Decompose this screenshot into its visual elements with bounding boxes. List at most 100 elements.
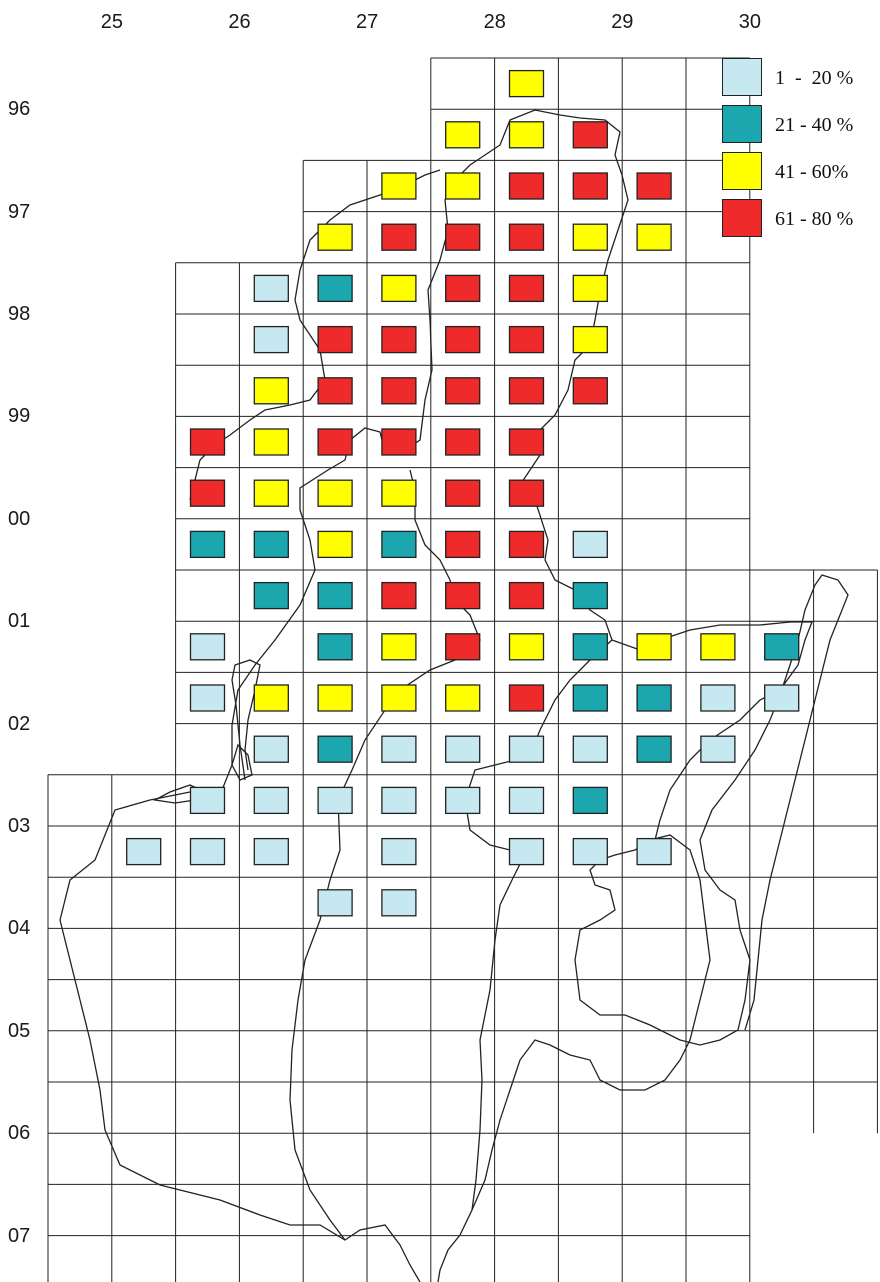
grid-cell-class-3 (253, 428, 289, 456)
grid-cell-class-1 (317, 786, 353, 815)
grid-cell-class-4 (508, 428, 545, 456)
grid-cell-class-1 (572, 837, 608, 866)
grid-cell-class-2 (317, 633, 353, 661)
grid-cell-class-3 (381, 479, 417, 507)
grid-cell-class-3 (508, 121, 545, 149)
grid-cell-class-4 (508, 223, 545, 251)
grid-cell-class-4 (508, 274, 545, 303)
column-label: 27 (356, 11, 379, 33)
row-label: 98 (8, 303, 31, 325)
grid-cell-class-2 (572, 684, 608, 712)
grid-cell-class-4 (381, 581, 417, 610)
grid-cell-class-1 (253, 837, 289, 866)
row-label: 03 (8, 815, 31, 837)
grid-cell-class-4 (317, 377, 353, 405)
grid-cell-class-3 (700, 633, 736, 661)
grid-cell-class-1 (381, 735, 417, 763)
grid-cell-class-3 (317, 530, 353, 559)
grid-cell-class-2 (764, 633, 800, 661)
row-label: 01 (8, 610, 31, 633)
coastline-west-lobe (189, 169, 441, 501)
grid-cell-class-3 (317, 223, 353, 251)
grid-cell-class-4 (508, 684, 545, 712)
grid-cell-class-2 (317, 735, 353, 763)
grid-cell-class-4 (572, 377, 608, 405)
grid-cells (126, 69, 800, 917)
grid-cell-class-4 (572, 121, 608, 149)
row-label: 02 (8, 712, 31, 735)
grid-cell-class-3 (381, 274, 417, 303)
grid-cell-class-4 (508, 325, 545, 354)
grid-cell-class-2 (636, 684, 672, 712)
legend-swatch-4 (722, 199, 762, 237)
grid-cell-class-2 (253, 581, 289, 610)
grid-lines (47, 57, 878, 1282)
grid-cell-class-3 (572, 325, 608, 354)
grid-cell-class-3 (636, 633, 672, 661)
grid-cell-class-1 (445, 786, 481, 815)
grid-cell-class-4 (508, 530, 545, 559)
grid-cell-class-4 (508, 479, 545, 507)
grid-cell-class-4 (445, 581, 481, 610)
grid-cell-class-4 (381, 377, 417, 405)
row-label: 96 (8, 98, 31, 121)
grid-cell-class-4 (445, 428, 481, 456)
grid-cell-class-3 (445, 121, 481, 149)
column-label: 29 (611, 11, 634, 33)
grid-cell-class-1 (317, 889, 353, 917)
grid-cell-class-1 (126, 837, 162, 866)
grid-cell-class-4 (381, 325, 417, 354)
legend-label-1: 1 - 20 % (775, 67, 854, 89)
grid-cell-class-1 (381, 837, 417, 866)
grid-cell-class-4 (636, 172, 672, 200)
row-label: 07 (8, 1224, 31, 1247)
grid-cell-class-4 (381, 223, 417, 251)
grid-cell-class-2 (636, 735, 672, 763)
coastline-west-island (59, 109, 629, 1282)
grid-cell-class-1 (189, 786, 226, 815)
grid-cell-class-4 (445, 530, 481, 559)
grid-cell-class-2 (253, 530, 289, 559)
grid-cell-class-3 (445, 172, 481, 200)
grid-cell-class-1 (189, 633, 226, 661)
legend-label-3: 41 - 60% (775, 161, 849, 183)
grid-cell-class-2 (572, 581, 608, 610)
coastline-north-spit (231, 659, 261, 781)
grid-cell-class-3 (381, 633, 417, 661)
grid-cell-class-1 (445, 735, 481, 763)
coastline-east-channel (611, 621, 813, 841)
column-label: 30 (738, 11, 762, 33)
legend-label-4: 61 - 80 % (775, 208, 854, 230)
grid-cell-class-1 (572, 735, 608, 763)
grid-cell-class-1 (381, 889, 417, 917)
grid-cell-class-1 (572, 530, 608, 559)
grid-cell-class-2 (572, 786, 608, 815)
grid-cell-class-3 (572, 223, 608, 251)
row-label: 06 (8, 1122, 31, 1145)
grid-cell-class-4 (381, 428, 417, 456)
grid-cell-class-4 (445, 377, 481, 405)
grid-cell-class-4 (508, 377, 545, 405)
grid-cell-class-3 (253, 684, 289, 712)
grid-cell-class-4 (445, 633, 481, 661)
grid-cell-class-4 (189, 479, 226, 507)
grid-cell-class-1 (253, 735, 289, 763)
grid-cell-class-1 (381, 786, 417, 815)
grid-cell-class-4 (445, 223, 481, 251)
grid-cell-class-1 (189, 684, 226, 712)
row-label: 99 (8, 405, 31, 428)
grid-cell-class-4 (572, 172, 608, 200)
grid-cell-class-4 (445, 325, 481, 354)
grid-cell-class-1 (508, 786, 545, 815)
column-label: 26 (228, 11, 251, 33)
grid-cell-class-3 (253, 479, 289, 507)
grid-cell-class-3 (572, 274, 608, 303)
row-label: 00 (8, 507, 31, 530)
legend-swatch-1 (722, 58, 762, 96)
row-label: 97 (8, 200, 31, 223)
grid-cell-class-4 (189, 428, 226, 456)
grid-cell-class-1 (636, 837, 672, 866)
row-label: 05 (8, 1019, 31, 1042)
grid-cell-class-3 (317, 479, 353, 507)
grid-cell-class-2 (381, 530, 417, 559)
